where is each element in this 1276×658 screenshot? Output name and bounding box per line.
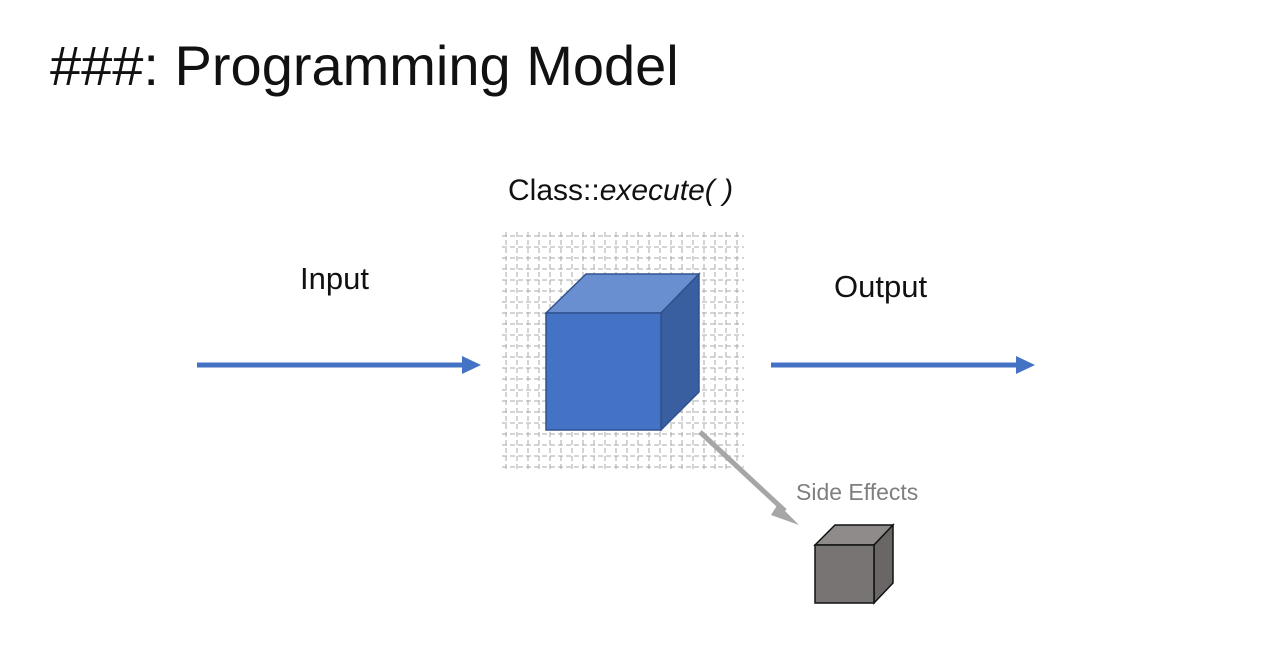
side-effects-cube-front	[814, 544, 875, 604]
input-arrow	[197, 356, 481, 374]
method-label: Class::execute( )	[508, 174, 733, 207]
side-effects-arrow	[698, 430, 799, 525]
output-label: Output	[834, 269, 927, 304]
class-cube-front	[545, 312, 662, 431]
input-label: Input	[300, 261, 369, 296]
method-label-method: execute( )	[600, 174, 733, 207]
slide-title: ###: Programming Model	[50, 34, 679, 97]
class-cube	[544, 272, 701, 432]
side-effects-label: Side Effects	[796, 479, 918, 505]
side-effects-cube	[813, 523, 895, 605]
method-label-prefix: Class::	[508, 174, 600, 207]
output-arrow	[771, 356, 1035, 374]
